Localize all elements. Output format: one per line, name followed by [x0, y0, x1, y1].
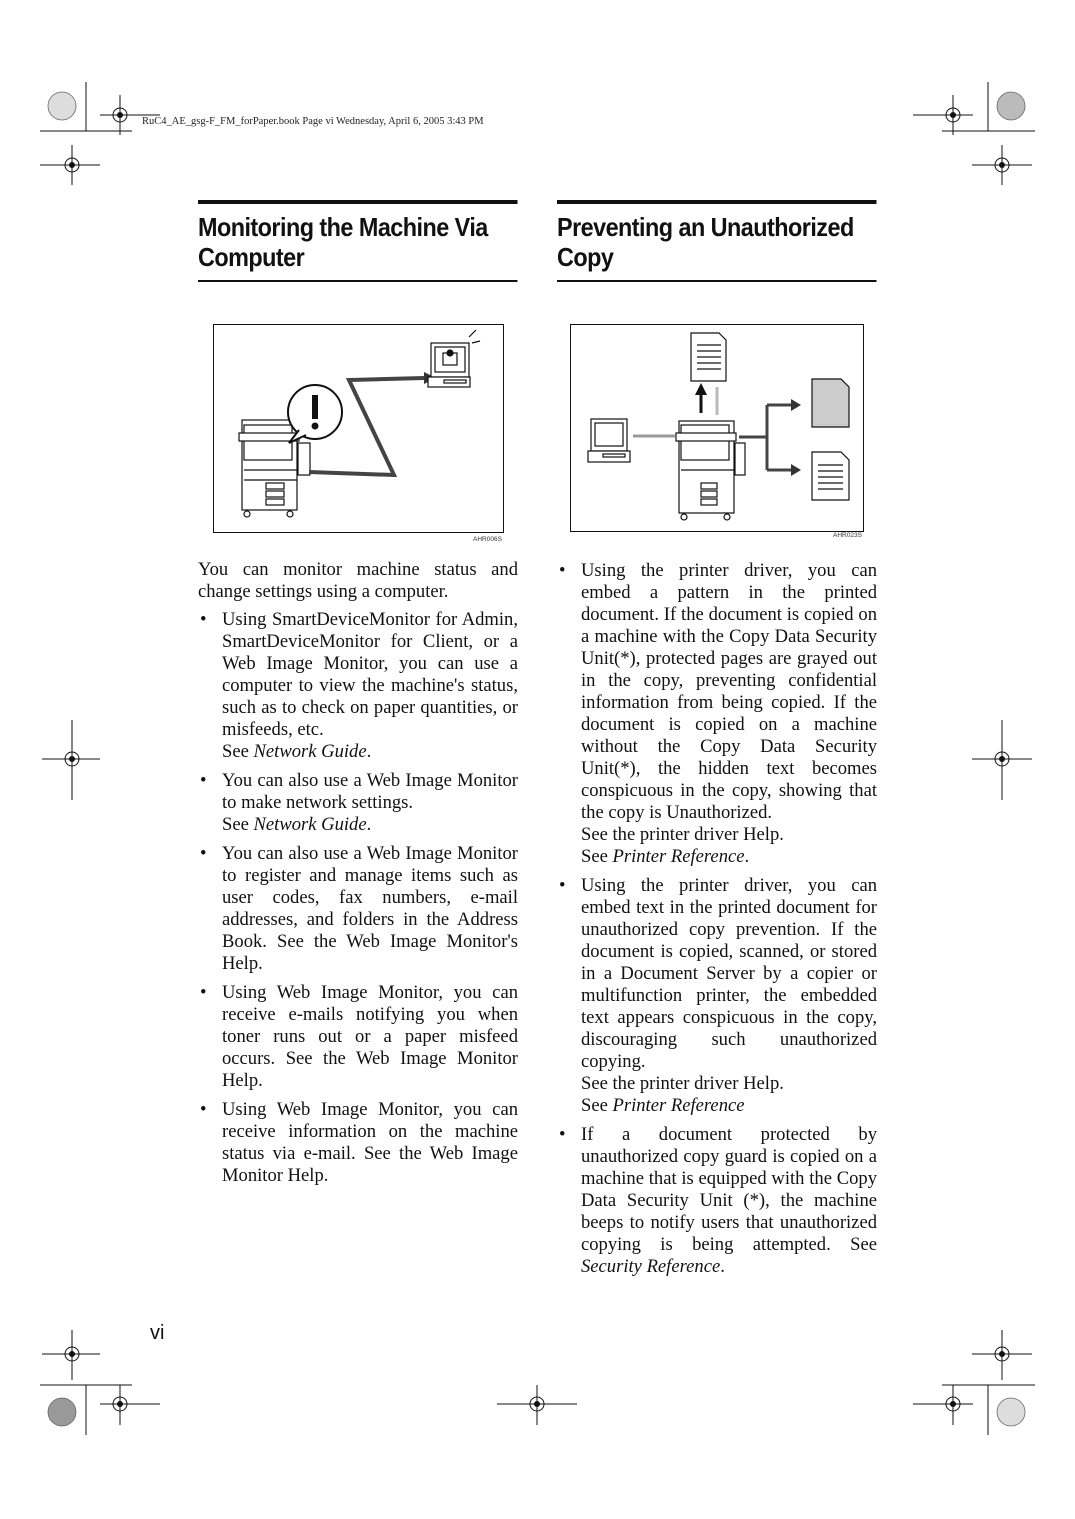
- document-icon: [690, 332, 727, 382]
- monitoring-illustration: [238, 329, 481, 518]
- figure-code-unauthorized-copy: AHR023S: [833, 532, 862, 539]
- left-column: Monitoring the Machine Via Computer: [198, 200, 518, 282]
- section-title-monitoring: Monitoring the Machine Via Computer: [198, 200, 518, 282]
- monitoring-intro: You can monitor machine status and chang…: [198, 559, 518, 602]
- copier-icon: [238, 419, 311, 518]
- document-icon: [811, 451, 850, 501]
- alert-icon: [287, 384, 343, 444]
- registration-target-icon: [42, 95, 1032, 1425]
- list-item: •Using SmartDeviceMonitor for Admin, Sma…: [200, 609, 518, 762]
- left-body: You can monitor machine status and chang…: [198, 559, 518, 1194]
- list-item: •Using Web Image Monitor, you can receiv…: [200, 1099, 518, 1186]
- copier-icon: [675, 420, 746, 521]
- section-title-unauthorized-copy: Preventing an Unauthorized Copy: [557, 200, 877, 282]
- computer-icon: [427, 329, 481, 388]
- figure-monitoring: [213, 324, 504, 533]
- copy-guard-illustration: [587, 332, 850, 521]
- page-number: vi: [150, 1322, 165, 1344]
- monitoring-bullets: •Using SmartDeviceMonitor for Admin, Sma…: [198, 609, 518, 1187]
- list-item: •You can also use a Web Image Monitor to…: [200, 843, 518, 974]
- list-item: •You can also use a Web Image Monitor to…: [200, 770, 518, 835]
- computer-icon: [587, 418, 631, 463]
- starburst-target-icon: [47, 91, 1026, 1427]
- figure-unauthorized-copy: [570, 324, 864, 532]
- file-info-header: RuC4_AE_gsg-F_FM_forPaper.book Page vi W…: [142, 116, 484, 127]
- list-item: •Using the printer driver, you can embed…: [559, 875, 877, 1116]
- list-item: •Using Web Image Monitor, you can receiv…: [200, 982, 518, 1091]
- list-item: •Using the printer driver, you can embed…: [559, 560, 877, 867]
- figure-code-monitoring: AHR006S: [473, 536, 502, 543]
- right-body: •Using the printer driver, you can embed…: [557, 554, 877, 1285]
- unauthorized-copy-bullets: •Using the printer driver, you can embed…: [557, 560, 877, 1278]
- right-column: Preventing an Unauthorized Copy: [557, 200, 877, 282]
- grayed-document-icon: [811, 378, 850, 428]
- list-item: •If a document protected by unauthorized…: [559, 1124, 877, 1277]
